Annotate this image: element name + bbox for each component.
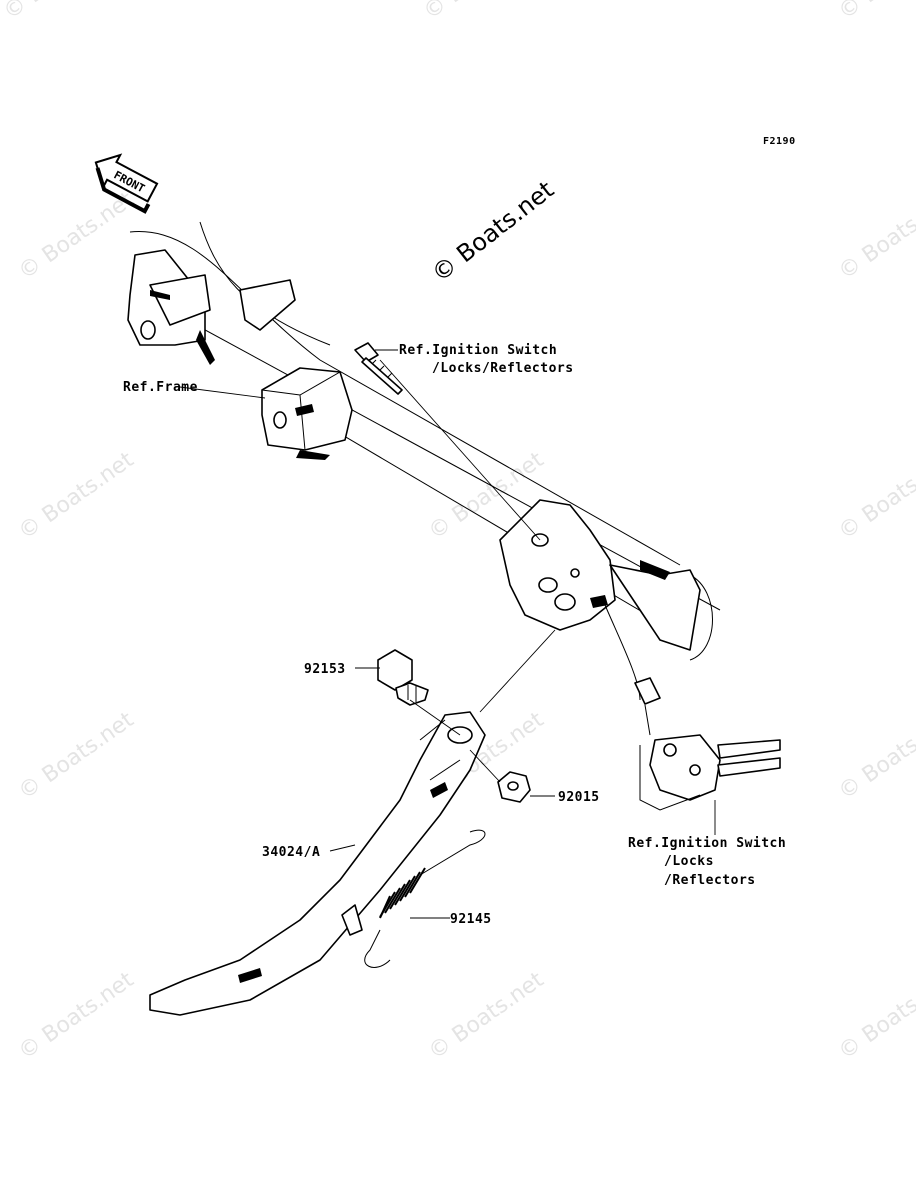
nut-92015 <box>497 771 531 803</box>
side-stand-switch <box>604 604 781 811</box>
main-watermark: © Boats.net <box>426 176 559 288</box>
part-number-92153: 92153 <box>304 662 346 677</box>
spring-92145 <box>364 829 486 968</box>
ref-ignition-top-line1: Ref.Ignition Switch <box>399 343 557 358</box>
part-number-34024a: 34024/A <box>262 845 320 860</box>
top-bolt <box>354 342 403 395</box>
frame-tube <box>129 221 721 661</box>
ref-ignition-bottom-line1: Ref.Ignition Switch <box>628 836 786 851</box>
watermark: © Boats.net <box>834 187 916 285</box>
ref-ignition-bottom-line3: /Reflectors <box>664 873 756 888</box>
watermark: © Boats.net <box>834 0 916 25</box>
part-number-92145: 92145 <box>450 912 492 927</box>
background-watermarks: © Boats.net © Boats.net © Boats.net © Bo… <box>0 0 916 1065</box>
part-number-92015: 92015 <box>558 790 600 805</box>
watermark: © Boats.net <box>834 447 916 545</box>
ref-frame-label: Ref.Frame <box>123 380 198 395</box>
watermark: © Boats.net <box>14 967 139 1065</box>
side-stand <box>149 711 486 1016</box>
frame-block <box>261 367 353 460</box>
watermark: © Boats.net <box>14 707 139 805</box>
figure-code: F2190 <box>763 136 796 147</box>
watermark: © Boats.net <box>834 967 916 1065</box>
watermark: © Boats.net <box>424 967 549 1065</box>
ref-ignition-bottom-line2: /Locks <box>664 854 714 869</box>
watermark: © Boats.net <box>834 707 916 805</box>
leader-lines <box>179 349 716 919</box>
watermark: © Boats.net <box>0 0 124 25</box>
front-arrow-icon: FRONT <box>94 153 159 214</box>
stand-bracket <box>499 499 701 651</box>
ref-ignition-top-line2: /Locks/Reflectors <box>432 361 574 376</box>
upper-bracket <box>127 249 296 365</box>
bolt-92153 <box>377 649 429 706</box>
watermark: © Boats.net <box>14 447 139 545</box>
watermark: © Boats.net <box>14 187 139 285</box>
watermark: © Boats.net <box>419 0 544 25</box>
